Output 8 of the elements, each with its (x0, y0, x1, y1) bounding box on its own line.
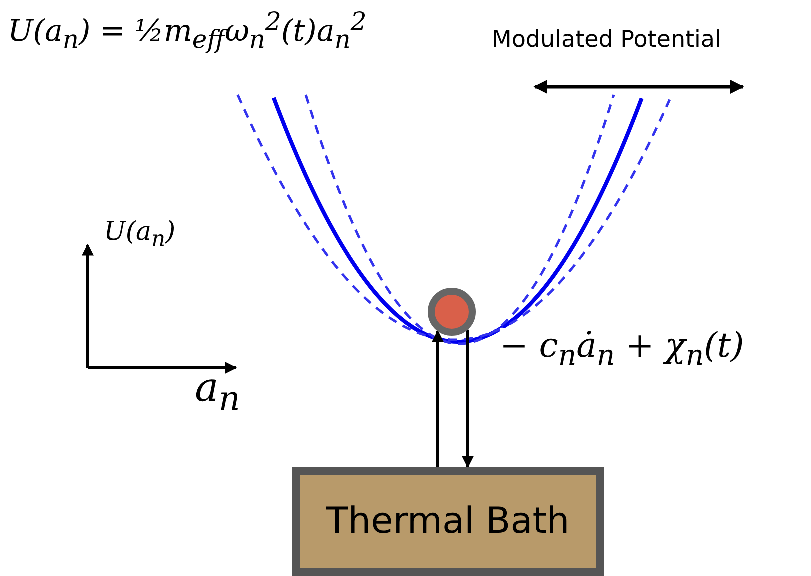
potential-label: Modulated Potential (492, 28, 722, 54)
axis-label: U(a$_{n}$) (104, 218, 176, 252)
ball (428, 288, 476, 336)
bath-box (292, 467, 604, 576)
arrow (462, 330, 474, 468)
axis-label: a$_{n}$ (195, 366, 240, 418)
arrow (432, 330, 444, 467)
bath-label: Thermal Bath (326, 501, 570, 542)
